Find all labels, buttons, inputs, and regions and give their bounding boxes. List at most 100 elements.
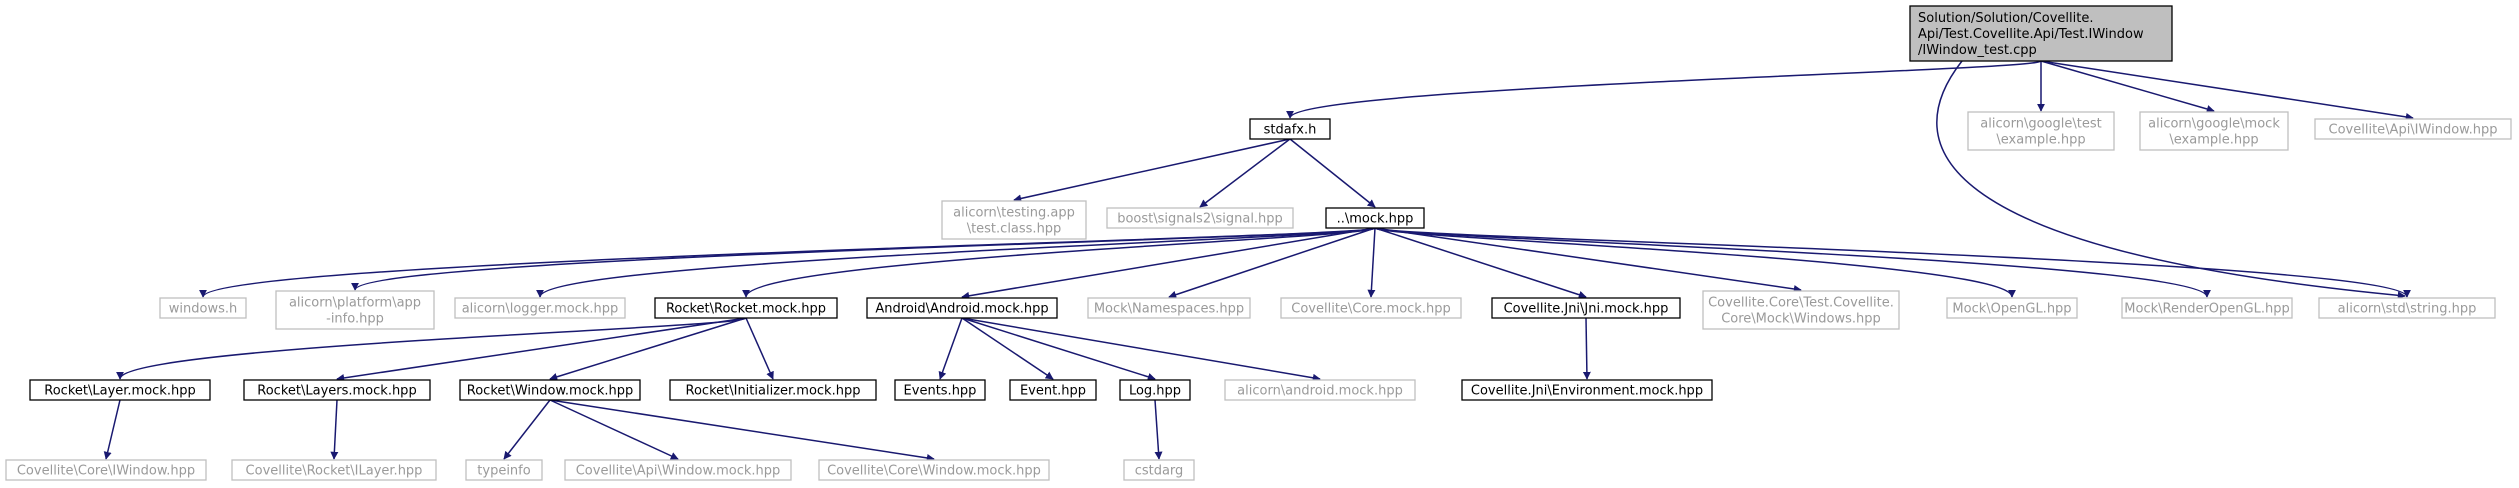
node-label: Rocket\Rocket.mock.hpp [666,302,826,317]
node-rocket-ilayer[interactable]: Covellite\Rocket\ILayer.hpp [231,459,437,481]
node-api-window-mock[interactable]: Covellite\Api\Window.mock.hpp [564,459,792,481]
node-label: alicorn\logger.mock.hpp [462,302,619,317]
node-logger[interactable]: alicorn\logger.mock.hpp [454,297,626,319]
edge [503,399,551,460]
node-label: Covellite\Core.mock.hpp [1291,302,1450,317]
node-stdafx[interactable]: stdafx.h [1249,118,1331,140]
node-app-info[interactable]: alicorn\platform\app-info.hpp [275,290,435,330]
node-typeinfo[interactable]: typeinfo [465,459,543,481]
node-label: alicorn\platform\app [289,296,421,311]
node-rocket-mock[interactable]: Rocket\Rocket.mock.hpp [654,297,838,319]
node-root[interactable]: Solution/Solution/Covellite.Api/Test.Cov… [1909,5,2173,62]
node-box [1909,5,2173,62]
node-std-string[interactable]: alicorn\std\string.hpp [2318,297,2496,319]
node-box [275,290,435,330]
node-box [2318,297,2496,319]
node-label: Covellite\Api\Window.mock.hpp [576,464,781,479]
node-window-mock[interactable]: Rocket\Window.mock.hpp [459,379,641,401]
node-events[interactable]: Events.hpp [894,379,986,401]
edge [1199,138,1291,208]
edge [2040,60,2414,121]
edge-android-mock-to-event [961,317,1054,380]
node-label: \example.hpp [2169,133,2258,148]
node-log[interactable]: Log.hpp [1119,379,1191,401]
node-box [866,297,1058,319]
node-label: \test.class.hpp [967,222,1062,237]
node-box [1106,207,1294,229]
node-mock-opengl[interactable]: Mock\OpenGL.hpp [1946,297,2078,319]
node-box [669,379,877,401]
node-box [243,379,431,401]
node-event[interactable]: Event.hpp [1009,379,1097,401]
node-core-mock[interactable]: Covellite\Core.mock.hpp [1280,297,1462,319]
edge-mock-to-core-windows [1374,227,1802,293]
edge-mock-to-android-mock [961,227,1376,300]
node-mock-render[interactable]: Mock\RenderOpenGL.hpp [2121,297,2293,319]
node-label: typeinfo [477,464,530,479]
node-label: Solution/Solution/Covellite. [1918,11,2093,26]
node-mock-ns[interactable]: Mock\Namespaces.hpp [1087,297,1251,319]
edge-mock-to-app-info [351,227,1376,291]
node-cstdarg[interactable]: cstdarg [1123,459,1195,481]
node-label: Mock\Namespaces.hpp [1094,302,1244,317]
node-layers-mock[interactable]: Rocket\Layers.mock.hpp [243,379,431,401]
node-box [5,459,207,481]
edge-mock-to-jni-mock [1374,227,1587,299]
node-box [465,459,543,481]
node-boost-sig[interactable]: boost\signals2\signal.hpp [1106,207,1294,229]
node-label: Rocket\Window.mock.hpp [467,384,633,399]
node-label: Covellite.Jni\Environment.mock.hpp [1471,384,1703,399]
node-box [1280,297,1462,319]
node-label: Event.hpp [1020,384,1086,399]
edge [1286,60,2042,119]
edge [961,227,1376,300]
edge [1582,317,1591,380]
node-label: Events.hpp [904,384,977,399]
node-layer-mock[interactable]: Rocket\Layer.mock.hpp [29,379,211,401]
edge [1374,227,2211,298]
edge-root-to-std-string [1936,60,2406,300]
node-gmock-ex[interactable]: alicorn\google\mock\example.hpp [2139,111,2289,151]
node-android-mock[interactable]: Android\Android.mock.hpp [866,297,1058,319]
node-testing-app[interactable]: alicorn\testing.app\test.class.hpp [941,200,1087,240]
edge [351,227,1376,291]
edge [1154,399,1163,460]
node-box [231,459,437,481]
edge [330,399,339,460]
edge-android-mock-to-log [961,317,1156,381]
edge [1936,60,2406,300]
edge [2040,60,2215,113]
node-core-iwindow[interactable]: Covellite\Core\IWindow.hpp [5,459,207,481]
node-label: /IWindow_test.cpp [1918,43,2037,58]
edge-mock-to-core-mock [1367,227,1376,298]
edge-rocket-mock-to-window-mock [549,317,747,381]
edge-stdafx-to-mock [1289,138,1376,208]
node-core-window-mock[interactable]: Covellite\Core\Window.mock.hpp [818,459,1050,481]
node-iwindow-hpp[interactable]: Covellite\Api\IWindow.hpp [2314,118,2512,140]
node-mock[interactable]: ..\mock.hpp [1325,207,1425,229]
node-jni-mock[interactable]: Covellite.Jni\Jni.mock.hpp [1491,297,1681,319]
edge-mock-to-mock-ns [1168,227,1376,299]
edge [1374,227,2411,298]
edge-root-to-gmock-ex [2040,60,2215,113]
node-label: alicorn\testing.app [953,206,1075,221]
node-gtest-ex[interactable]: alicorn\google\test\example.hpp [1967,111,2115,151]
node-label: alicorn\std\string.hpp [2338,302,2477,317]
node-init-mock[interactable]: Rocket\Initializer.mock.hpp [669,379,877,401]
node-label: Core\Mock\Windows.hpp [1721,312,1881,327]
edge [536,227,1376,298]
node-label: alicorn\google\test [1980,117,2101,132]
edge [745,317,774,380]
node-jni-env[interactable]: Covellite.Jni\Environment.mock.hpp [1461,379,1713,401]
node-label: Covellite\Rocket\ILayer.hpp [246,464,423,479]
node-box [454,297,626,319]
edge-stdafx-to-testing-app [1013,138,1291,203]
edge [1289,138,1376,208]
node-label: Android\Android.mock.hpp [875,302,1048,317]
node-core-windows[interactable]: Covellite.Core\Test.Covellite.Core\Mock\… [1702,290,1900,330]
edge-mock-to-mock-render [1374,227,2211,298]
edge-rocket-mock-to-layers-mock [336,317,747,382]
node-android-alicorn[interactable]: alicorn\android.mock.hpp [1224,379,1416,401]
node-box [1461,379,1713,401]
node-windows-h[interactable]: windows.h [159,297,247,319]
